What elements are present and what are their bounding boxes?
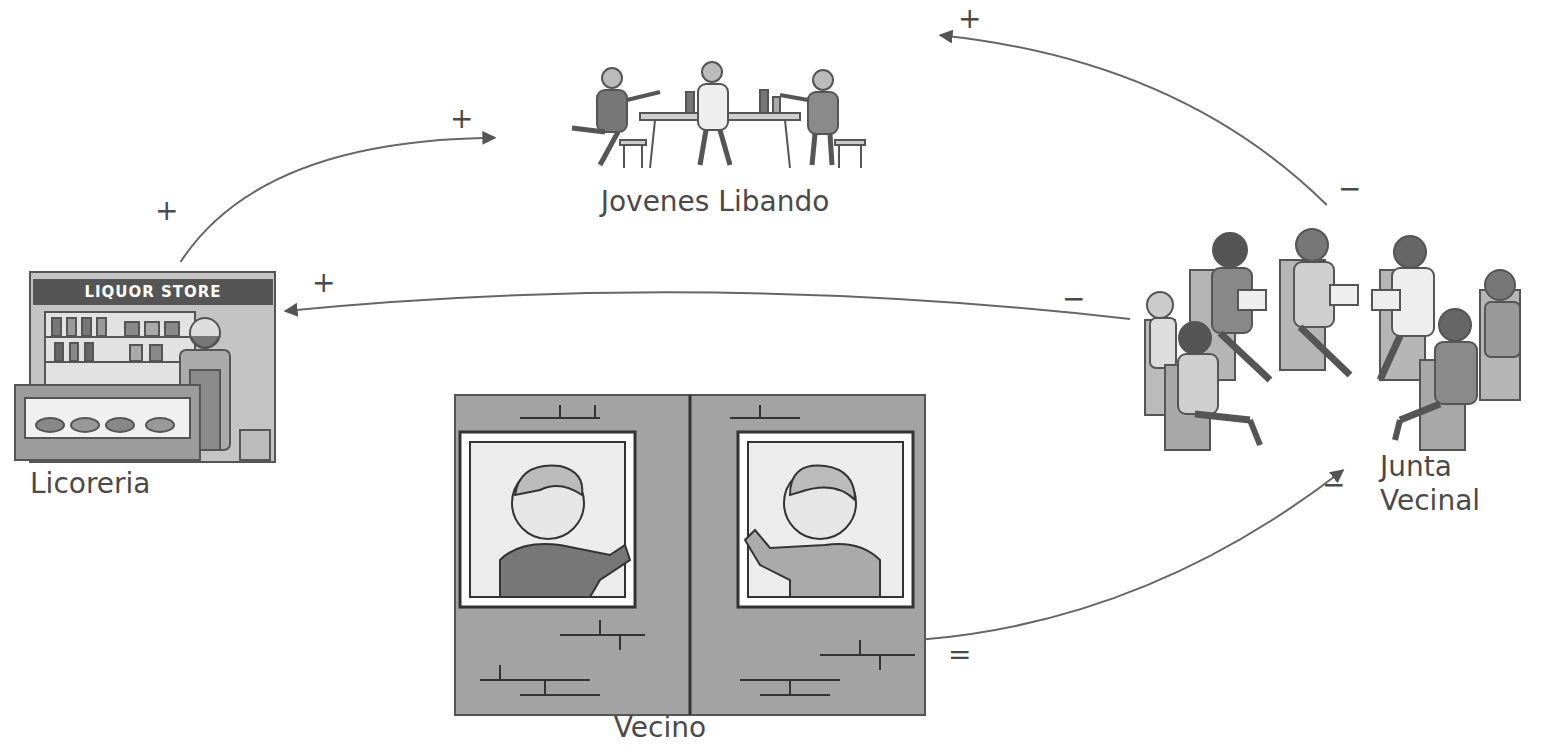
node-label: Jovenes Libando <box>525 185 905 219</box>
causal-link <box>925 470 1343 639</box>
node-label: Vecino <box>455 711 865 745</box>
polarity-sign: + <box>312 268 335 298</box>
causal-link <box>940 35 1327 205</box>
polarity-sign: − <box>1338 174 1361 204</box>
node-label: Junta Vecinal <box>1380 450 1530 518</box>
illustrated-node: Jovenes Libando <box>495 25 940 230</box>
polarity-sign: − <box>1062 284 1085 314</box>
polarity-sign: − <box>1322 470 1345 500</box>
polarity-sign: + <box>450 104 473 134</box>
polarity-sign: = <box>948 640 971 670</box>
store-sign-text: LIQUOR STORE <box>34 282 272 302</box>
neighbors-illustration <box>455 395 925 715</box>
illustrated-node: Vecino <box>455 393 925 750</box>
illustrated-node: Junta Vecinal <box>1130 205 1540 470</box>
causal-link <box>285 292 1130 319</box>
polarity-sign: + <box>958 4 981 34</box>
drinking-youths-illustration <box>572 62 865 168</box>
liquor-store-illustration <box>15 272 275 462</box>
node-label: Licoreria <box>30 467 250 501</box>
causal-link <box>181 138 496 262</box>
polarity-sign: + <box>155 196 178 226</box>
neighborhood-council-illustration <box>1145 229 1520 450</box>
